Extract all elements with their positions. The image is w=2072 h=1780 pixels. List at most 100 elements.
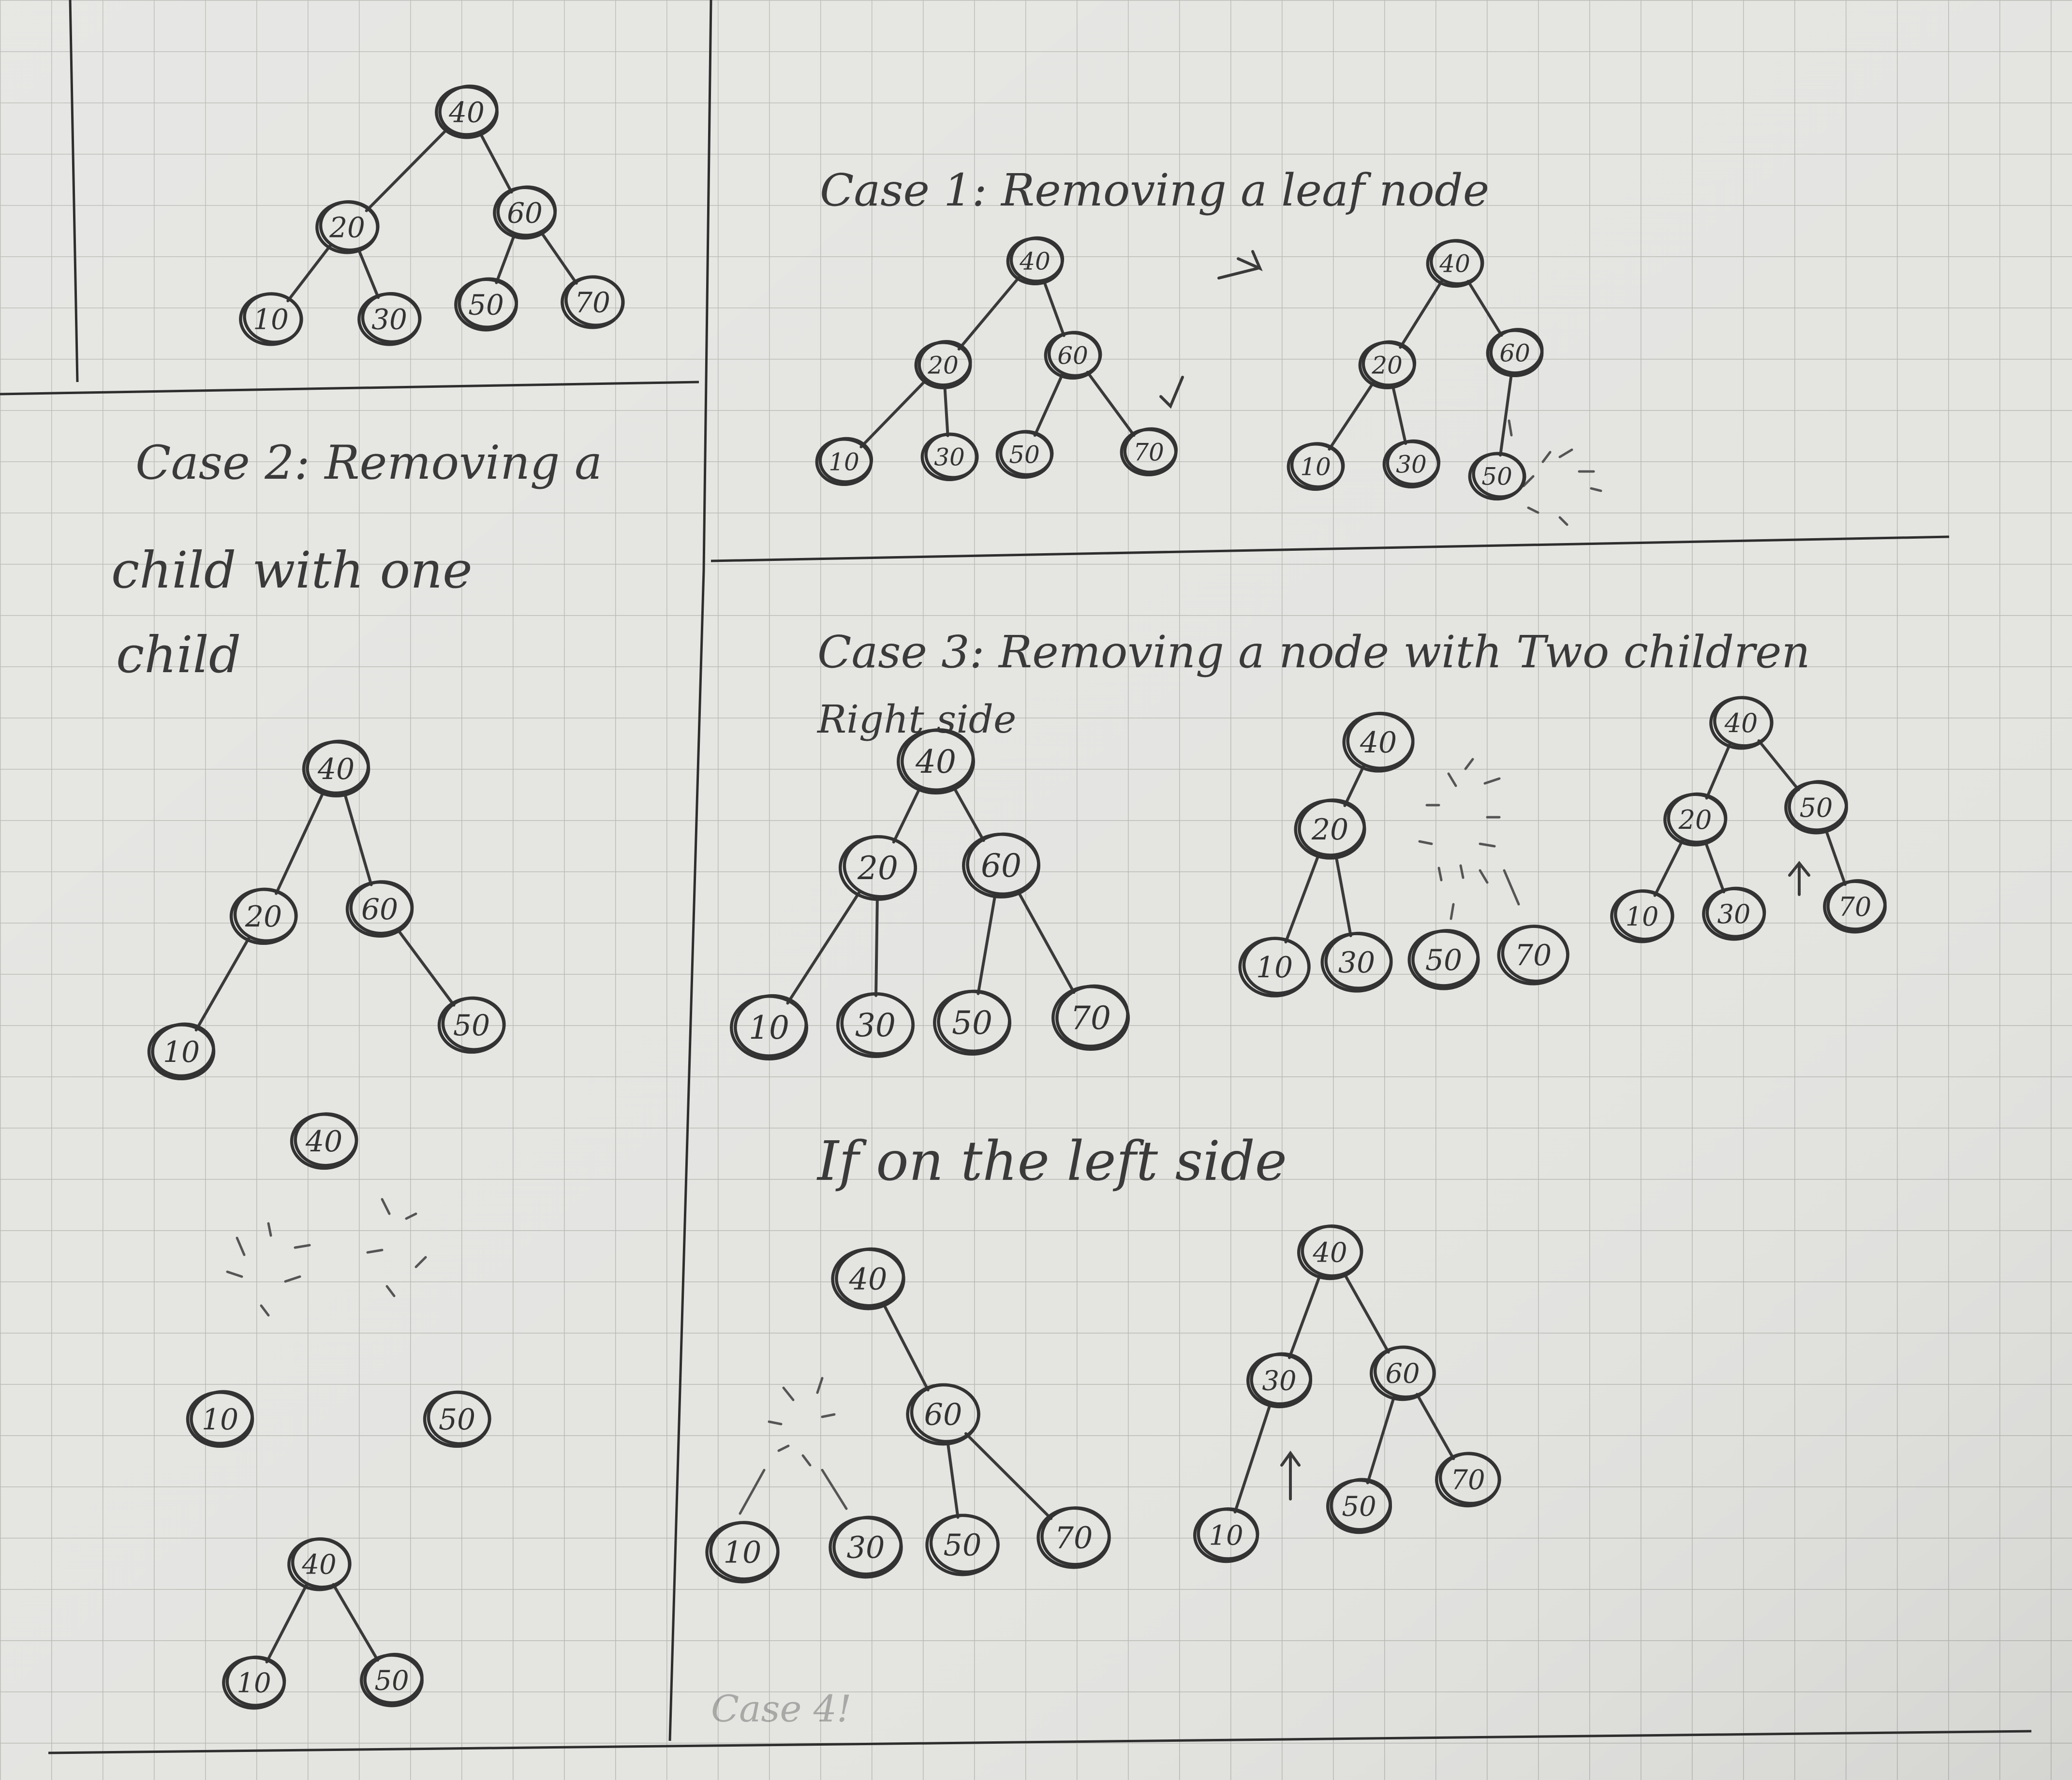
tree-edge	[1399, 280, 1443, 349]
tree-node-40: 40	[435, 84, 499, 139]
node-circle-sketch	[734, 994, 808, 1058]
node-label: 70	[1055, 1520, 1093, 1556]
node-circle-sketch	[458, 277, 518, 329]
tree-node-10: 10	[705, 1521, 780, 1584]
tree-edge	[265, 1584, 308, 1663]
tree-node-60: 60	[1369, 1345, 1436, 1401]
tree-edge	[1288, 1274, 1322, 1359]
node-circle-sketch	[1411, 929, 1480, 987]
tree-edge	[943, 385, 949, 437]
node-circle-sketch	[1250, 1352, 1312, 1406]
tree-edge	[874, 896, 879, 997]
node-circle-sketch	[1373, 1345, 1436, 1399]
tree-edge	[1016, 889, 1076, 994]
node-circle-sketch	[1197, 1507, 1259, 1560]
tree-node-70: 70	[1435, 1452, 1501, 1508]
tree-edge	[957, 276, 1021, 351]
node-label: 70	[1515, 939, 1552, 972]
node-label: 70	[1838, 892, 1872, 922]
top-left-vertical-divider	[69, 0, 79, 382]
tree-node-50: 50	[925, 1514, 1000, 1576]
node-label: 10	[724, 1535, 762, 1570]
tree-node-30: 30	[836, 992, 915, 1059]
node-circle-sketch	[910, 1383, 980, 1443]
tree-node-40: 40	[1342, 711, 1415, 773]
node-label: 50	[1009, 441, 1040, 469]
node-label: 30	[1396, 451, 1427, 479]
tree-edge	[194, 937, 251, 1031]
tree-edge	[1415, 1393, 1455, 1460]
node-circle-sketch	[1055, 984, 1129, 1048]
tree-node-30: 30	[920, 432, 979, 482]
node-circle-sketch	[1438, 1452, 1501, 1505]
node-label: 40	[1312, 1237, 1347, 1269]
node-circle-sketch	[966, 832, 1040, 896]
node-label: 40	[915, 743, 956, 780]
tree-node-20: 20	[315, 200, 380, 254]
tree-node-70: 70	[1823, 879, 1887, 934]
tree-node-50: 50	[437, 996, 506, 1054]
node-label: 50	[1425, 943, 1462, 977]
tree-edge	[356, 247, 380, 299]
tree-node-70: 70	[1051, 984, 1130, 1051]
removed-node-scribbles	[226, 419, 1602, 1515]
node-circle-sketch	[924, 432, 979, 479]
case3-left-side-label: If on the left side	[816, 1130, 1287, 1193]
tree-edge	[946, 1441, 960, 1519]
node-circle-sketch	[361, 292, 422, 344]
node-circle-sketch	[1667, 792, 1728, 844]
node-circle-sketch	[832, 1515, 903, 1576]
node-label: 20	[927, 352, 959, 380]
node-circle-sketch	[1040, 1506, 1111, 1566]
node-circle-sketch	[937, 989, 1011, 1053]
tree-node-70: 70	[1120, 427, 1178, 477]
case1-title: Case 1: Removing a leaf node	[820, 164, 1489, 216]
node-circle-sketch	[190, 1390, 254, 1445]
tree-node-50: 50	[454, 277, 518, 332]
tree-node-30: 30	[1702, 886, 1766, 941]
tree-edge	[1703, 840, 1726, 894]
tree-node-50: 50	[995, 430, 1054, 479]
tree-edge	[1233, 1402, 1272, 1514]
tree-node-10: 10	[147, 1022, 216, 1081]
node-circle-sketch	[243, 292, 303, 344]
tree-edge	[1284, 853, 1320, 943]
node-label: 40	[1724, 708, 1758, 738]
node-label: 60	[924, 1397, 962, 1432]
tree-node-10: 10	[1238, 937, 1311, 998]
tree-node-60: 60	[906, 1383, 980, 1446]
tree-node-60: 60	[962, 832, 1041, 899]
node-circle-sketch	[225, 1655, 286, 1707]
tree-node-30: 30	[1320, 931, 1393, 993]
node-circle-sketch	[818, 437, 873, 484]
tree-edge	[1366, 1395, 1396, 1485]
node-label: 70	[1133, 439, 1164, 467]
node-label: 40	[1019, 248, 1051, 276]
node-label: 50	[1342, 1491, 1376, 1523]
node-label: 10	[1256, 951, 1293, 985]
tree-edge	[1705, 743, 1732, 800]
node-circle-sketch	[1330, 1478, 1392, 1531]
tree-edge	[786, 891, 861, 1005]
tree-edge	[274, 790, 326, 895]
case3-left-up-arrow-mark	[1280, 1450, 1301, 1500]
tree-node-40: 40	[831, 1247, 905, 1310]
tree-node-50: 50	[1407, 929, 1480, 990]
node-circle-sketch	[999, 430, 1054, 477]
node-circle-sketch	[1501, 925, 1569, 983]
node-label: 40	[305, 1125, 342, 1159]
tree-node-40: 40	[1006, 236, 1065, 286]
tree-node-70: 70	[561, 275, 625, 329]
node-circle-sketch	[1301, 1224, 1363, 1278]
tree-edge	[1086, 370, 1136, 437]
tree-node-10: 10	[729, 994, 809, 1061]
tree-node-50: 50	[360, 1653, 424, 1707]
tree-node-60: 60	[1044, 331, 1102, 380]
tree-node-40: 40	[290, 1112, 358, 1170]
tree-edge	[892, 786, 922, 844]
tree-node-70: 70	[1036, 1506, 1111, 1569]
